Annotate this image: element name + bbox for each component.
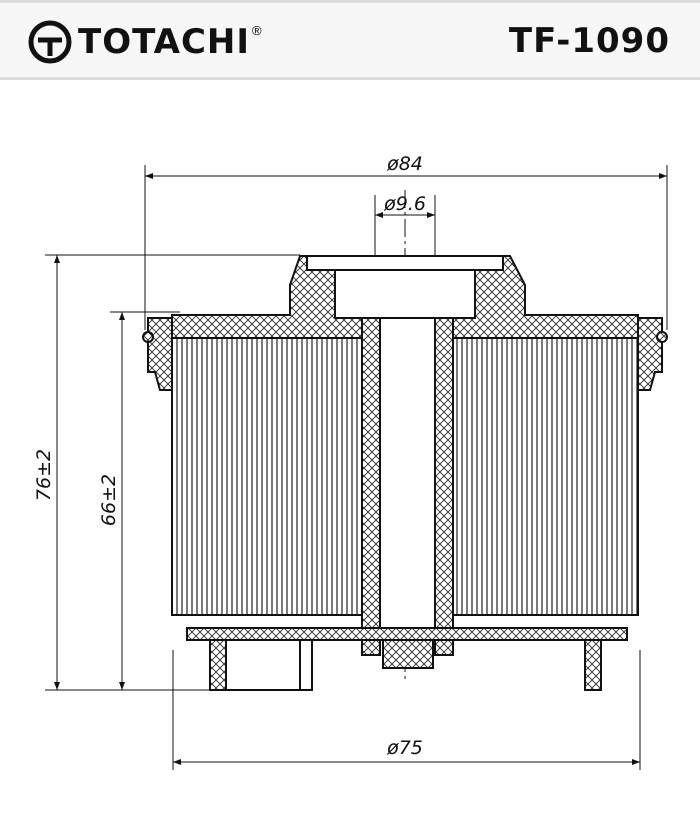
total-height-label: 76±2: [33, 449, 55, 501]
brand-name: TOTACHI: [78, 22, 251, 62]
seal-left: [147, 317, 173, 391]
brand-logo: TOTACHI ®: [28, 17, 262, 67]
registered-mark: ®: [252, 22, 262, 38]
part-number: TF-1090: [508, 21, 670, 61]
seal-right: [637, 317, 663, 391]
center-bore: [379, 317, 436, 639]
body-height-label: 66±2: [98, 474, 120, 526]
cap-inner-chamber: [334, 269, 476, 319]
bottom-plate: [186, 627, 628, 641]
leg-right: [584, 639, 602, 691]
totachi-emblem-icon: [28, 20, 72, 64]
header-bar: TOTACHI ® TF-1090: [0, 0, 700, 80]
dimension-lines: [54, 173, 667, 765]
filter-body: [142, 255, 668, 691]
filter-technical-drawing: ø84 ø9.6 76±2 66±2 ø75: [33, 153, 668, 770]
bore-diameter-label: ø9.6: [383, 193, 426, 215]
leg-mid: [299, 639, 313, 691]
bottom-plug: [382, 639, 434, 669]
pleated-media-right: [442, 337, 639, 616]
outer-diameter-label: ø84: [386, 153, 423, 175]
pleated-media-left: [171, 337, 373, 616]
base-diameter-label: ø75: [386, 737, 423, 759]
cap-recess: [306, 255, 504, 271]
leg-left: [209, 639, 227, 691]
